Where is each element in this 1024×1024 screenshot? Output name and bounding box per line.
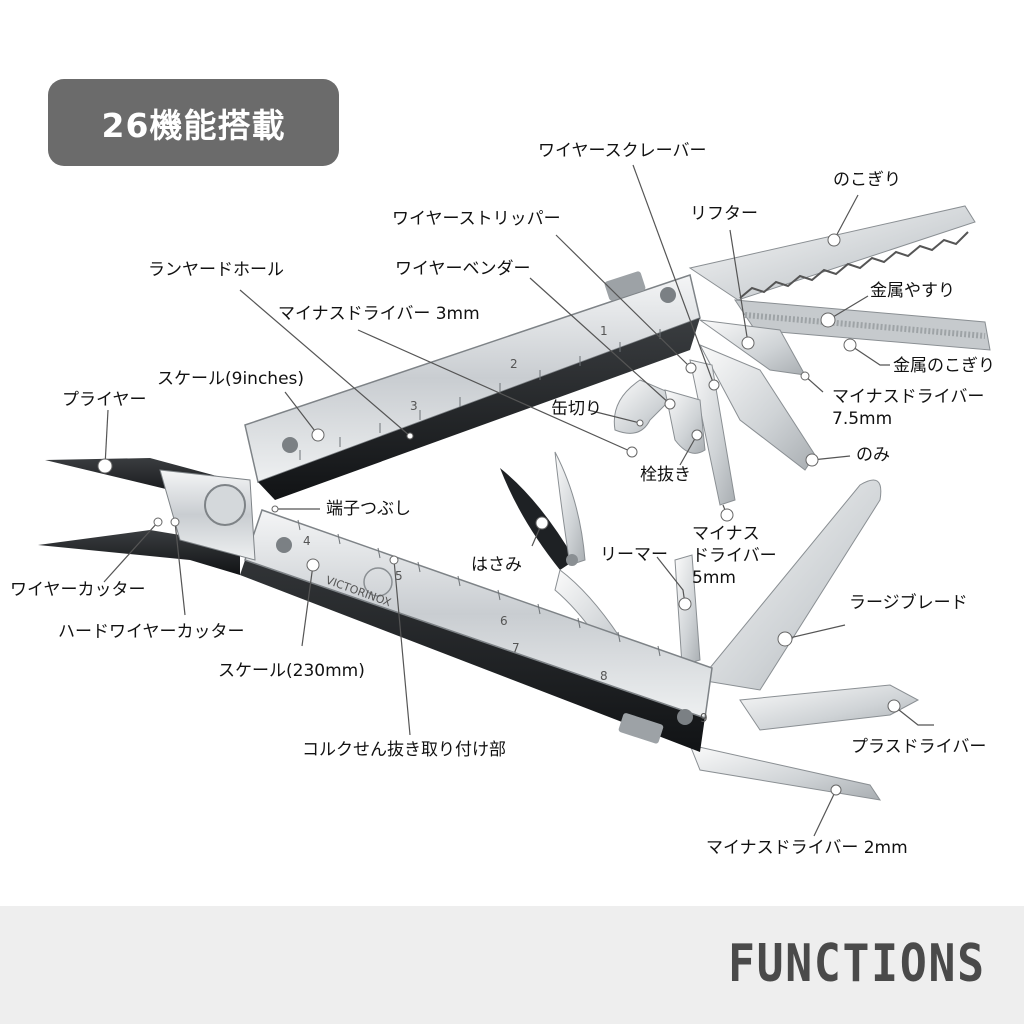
- label-flat-driver-3mm: マイナスドライバー 3mm: [278, 304, 480, 324]
- label-bottle-opener: 栓抜き: [640, 465, 691, 485]
- label-scissors: はさみ: [471, 555, 522, 575]
- label-metal-file: 金属やすり: [870, 281, 955, 301]
- multitool-illustration: 1 2 3 4 VICTORINOX 4 5 6 7 8 9: [38, 164, 991, 837]
- upper-scale-mark-2: 2: [510, 357, 518, 371]
- lower-scale-mark-9: 9: [700, 711, 708, 725]
- label-wire-scraper: ワイヤースクレーバー: [538, 141, 707, 161]
- upper-scale-ticks: [299, 329, 661, 460]
- label-lifter: リフター: [690, 204, 758, 224]
- label-flat-driver-5mm: マイナス ドライバー 5mm: [692, 524, 777, 588]
- footer-title: FUNCTIONS: [728, 934, 986, 994]
- label-saw: のこぎり: [833, 170, 901, 190]
- upper-scale-mark-3: 3: [410, 399, 418, 413]
- lower-scale-mark-8: 8: [600, 669, 608, 683]
- label-scale-inches: スケール(9inches): [157, 369, 305, 389]
- flat-driver-5mm-blade: [689, 359, 736, 506]
- label-chisel: のみ: [856, 445, 890, 465]
- label-pliers: プライヤー: [62, 390, 147, 410]
- label-corkscrew-attachment: コルクせん抜き取り付け部: [302, 740, 506, 760]
- lower-scale-mark-5: 5: [395, 569, 403, 583]
- label-lanyard-hole: ランヤードホール: [148, 260, 284, 280]
- label-phillips-driver: プラスドライバー: [851, 737, 987, 757]
- label-hard-wire-cutter: ハードワイヤーカッター: [58, 622, 245, 642]
- callout-dots: [97, 233, 901, 796]
- callout-leader-lines: [103, 164, 934, 837]
- pliers-jaws: [38, 458, 256, 575]
- label-metal-saw: 金属のこぎり: [893, 356, 995, 376]
- label-wire-cutter: ワイヤーカッター: [10, 580, 146, 600]
- footer-band: FUNCTIONS: [0, 906, 1024, 1024]
- label-crimper: 端子つぶし: [326, 499, 411, 519]
- phillips-driver-blade: [739, 684, 920, 731]
- label-can-opener: 缶切り: [551, 399, 602, 419]
- label-scale-mm: スケール(230mm): [218, 661, 365, 681]
- feature-count-text: 26機能搭載: [101, 105, 286, 145]
- feature-count-badge: 26機能搭載: [48, 79, 339, 166]
- metal-file-blade: [734, 299, 991, 351]
- label-flat-driver-2mm: マイナスドライバー 2mm: [706, 838, 908, 858]
- label-reamer: リーマー: [600, 545, 668, 565]
- upper-scale-mark-1: 1: [600, 324, 608, 338]
- lower-scale-mark-4: 4: [303, 534, 311, 548]
- lower-scale-mark-7: 7: [512, 641, 520, 655]
- lower-scale-ticks: [297, 519, 661, 657]
- label-flat-driver-7-5mm: マイナスドライバー 7.5mm: [832, 387, 985, 429]
- label-large-blade: ラージブレード: [849, 593, 968, 613]
- saw-blade: [688, 205, 976, 301]
- large-blade: [699, 479, 882, 691]
- label-wire-stripper: ワイヤーストリッパー: [392, 209, 561, 229]
- lower-scale-mark-6: 6: [500, 614, 508, 628]
- upper-handle: [244, 271, 701, 500]
- label-wire-bender: ワイヤーベンダー: [395, 259, 531, 279]
